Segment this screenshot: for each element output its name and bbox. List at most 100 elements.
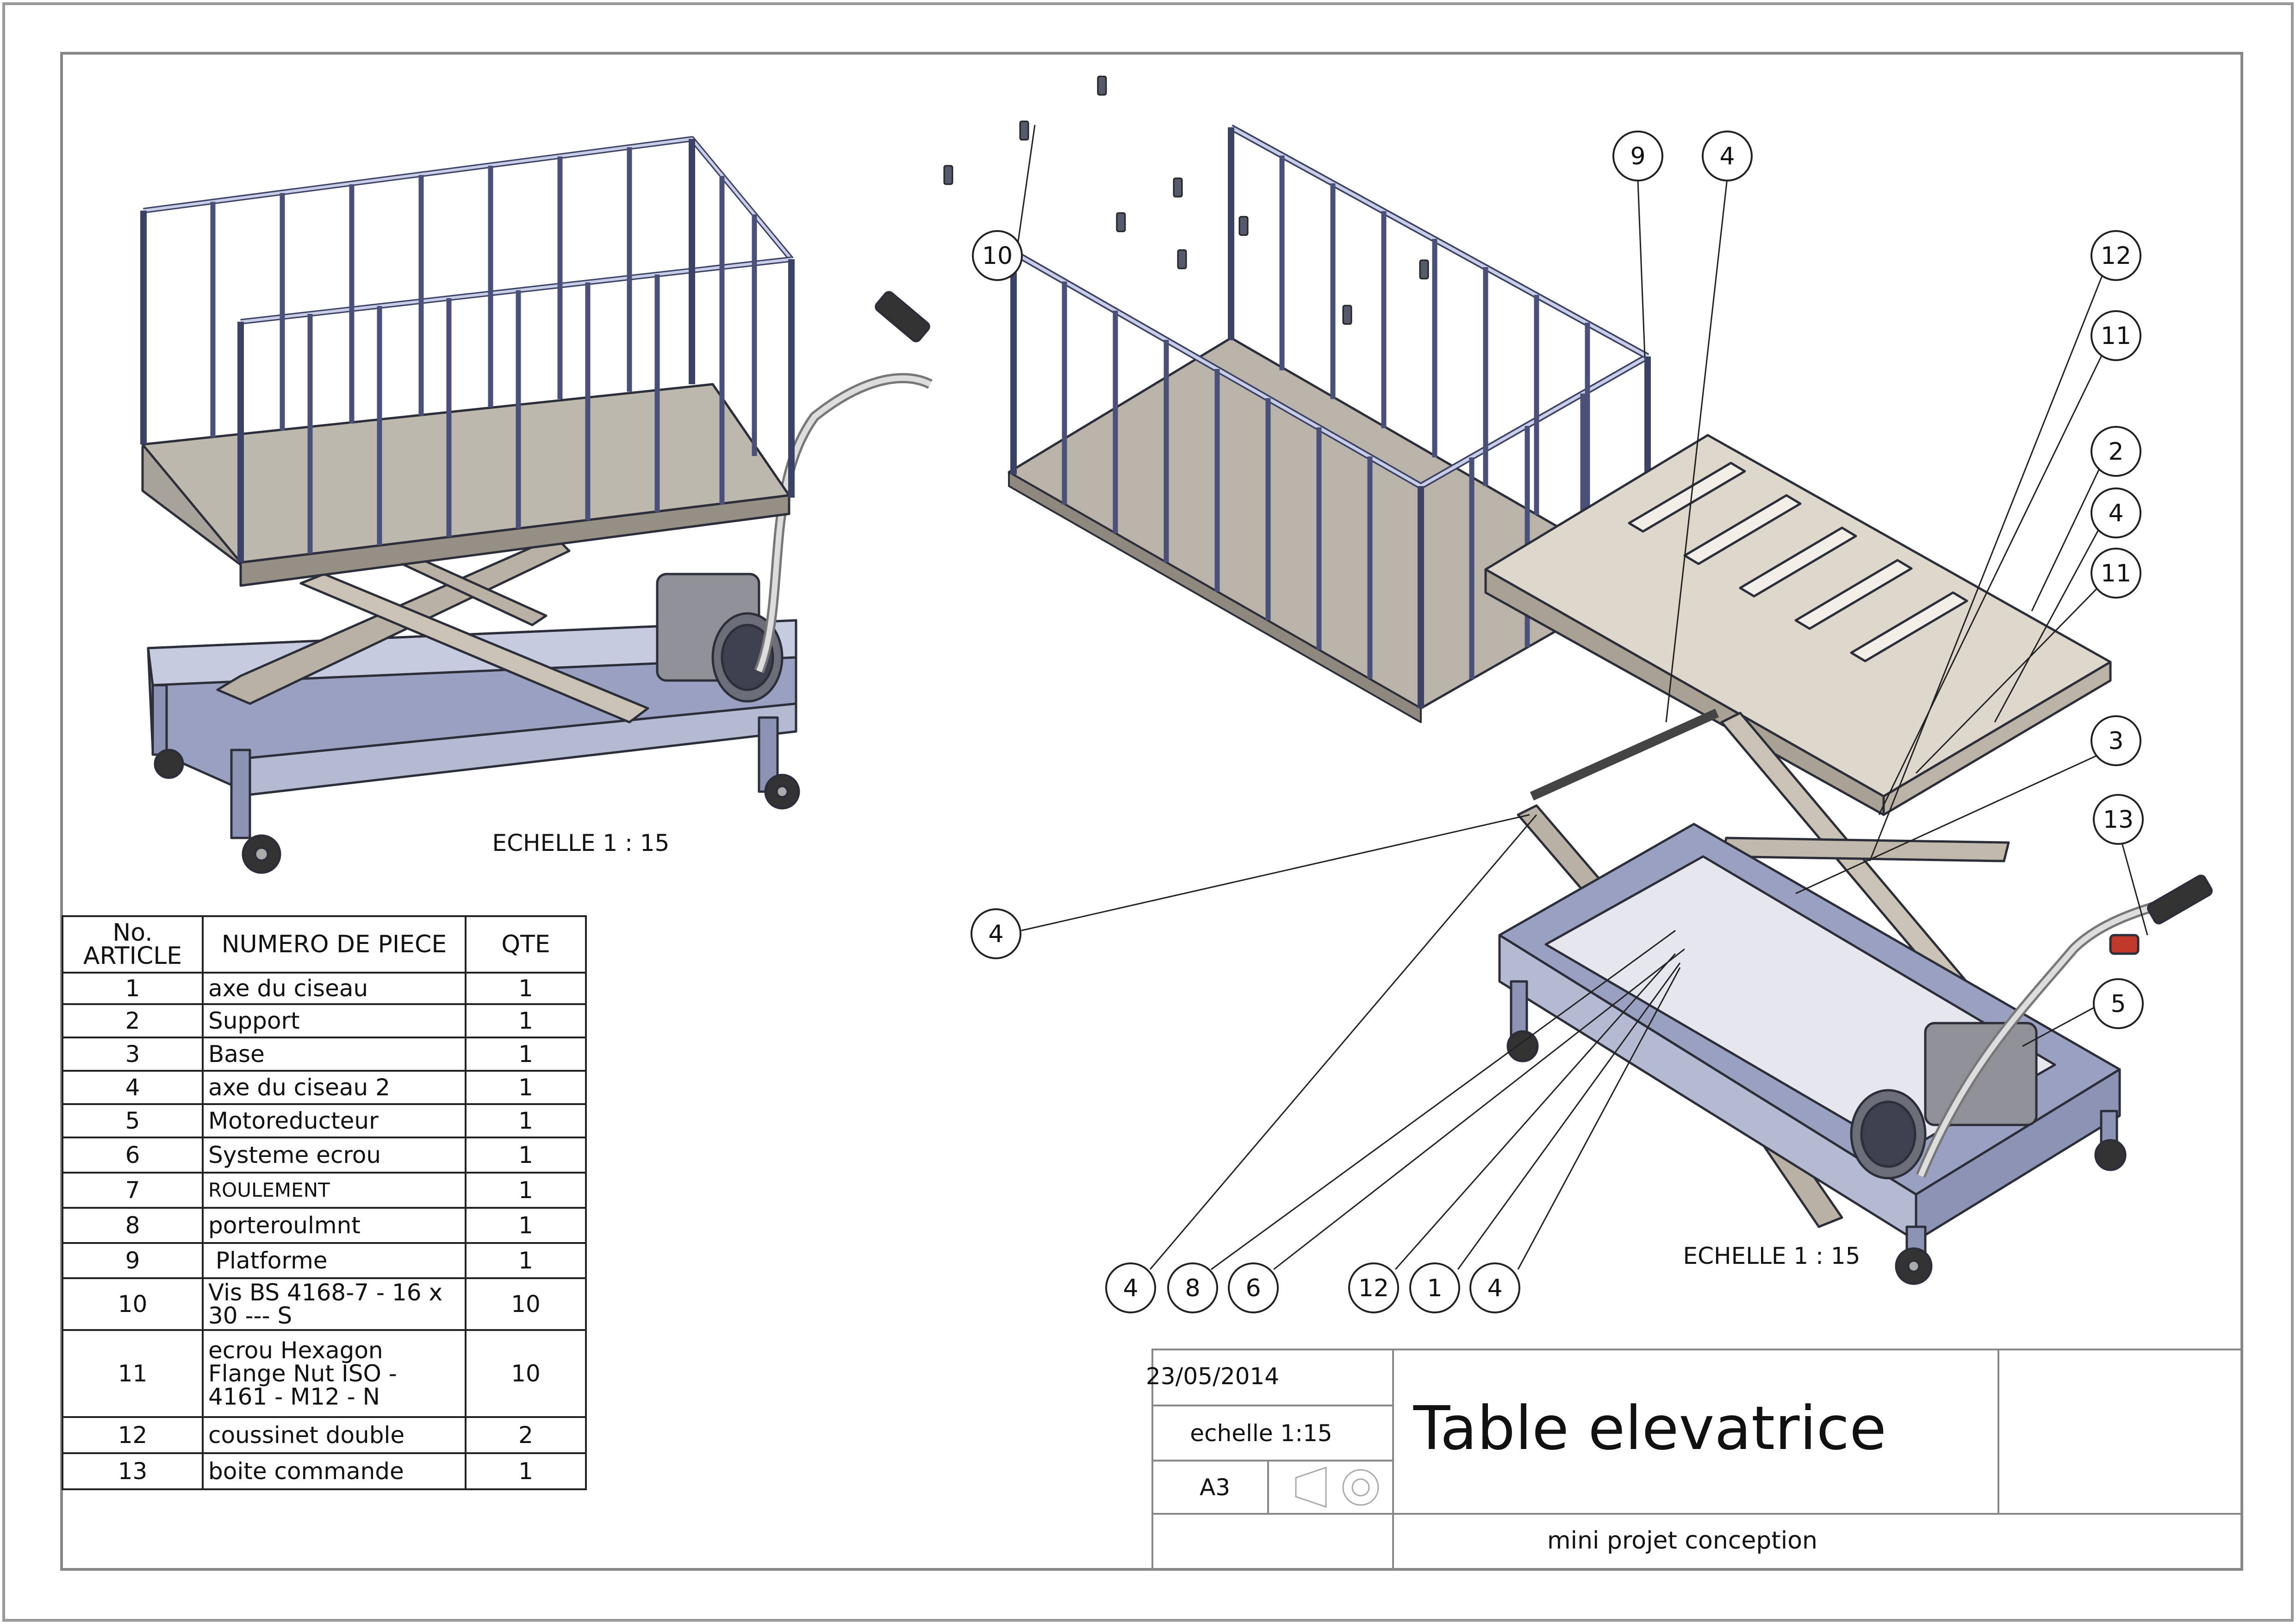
bom-row-part-name: coussinet double <box>202 1416 467 1454</box>
bom-row-quantity: 1 <box>465 1070 587 1105</box>
bom-row-part-name: ROULEMENT <box>202 1172 467 1209</box>
bom-row-quantity: 1 <box>465 1003 587 1038</box>
bom-row-number: 5 <box>62 1103 204 1138</box>
balloon-4-bottom-b: 4 <box>1469 1262 1520 1313</box>
exploded-base <box>1498 823 2213 1285</box>
balloon-4-label: 4 <box>1123 1274 1138 1302</box>
bom-row-part-name: porteroulmnt <box>202 1207 467 1244</box>
balloon-1: 1 <box>1409 1262 1460 1313</box>
balloon-3: 3 <box>2091 715 2141 766</box>
bom-row-number: 13 <box>62 1452 204 1490</box>
balloon-5: 5 <box>2093 978 2144 1029</box>
bom-row-quantity: 1 <box>465 1172 587 1209</box>
balloon-13-label: 13 <box>2103 806 2134 834</box>
leader-lines <box>1014 125 2148 1270</box>
bom-header-row: No. ARTICLE NUMERO DE PIECE QTE <box>62 915 587 974</box>
bom-row-quantity: 1 <box>465 1137 587 1174</box>
assembled-cage-bars <box>210 147 757 554</box>
balloon-9-label: 9 <box>1630 143 1645 170</box>
exploded-scale-label: ECHELLE 1 : 15 <box>1683 1243 1860 1269</box>
bom-row-part-name: axe du ciseau <box>202 972 467 1005</box>
bom-row-quantity: 2 <box>465 1416 587 1454</box>
bom-row-number: 2 <box>62 1003 204 1038</box>
bom-row-quantity: 1 <box>465 1452 587 1490</box>
title-block <box>1151 1349 2243 1570</box>
bom-row-part-name: Support <box>202 1003 467 1038</box>
drawing-subtitle: mini projet conception <box>1547 1527 1817 1555</box>
balloon-12-label: 12 <box>1358 1274 1389 1302</box>
balloon-10: 10 <box>972 230 1023 281</box>
balloon-4-right: 4 <box>2091 487 2141 538</box>
bom-row-part-name: Vis BS 4168-7 - 16 x 30 --- S <box>202 1277 467 1331</box>
bom-row-number: 4 <box>62 1070 204 1105</box>
bom-row-number: 6 <box>62 1137 204 1174</box>
balloons: 9 4 10 12 11 2 4 11 3 13 4 5 4 8 6 12 1 … <box>971 131 2144 1313</box>
bom-row-quantity: 10 <box>465 1329 587 1418</box>
bom-row-number: 8 <box>62 1207 204 1244</box>
bom-row-part-name: axe du ciseau 2 <box>202 1070 467 1105</box>
bom-row-quantity: 1 <box>465 972 587 1005</box>
balloon-4-left: 4 <box>971 908 1021 959</box>
balloon-4-label: 4 <box>1487 1274 1502 1302</box>
bom-row-quantity: 10 <box>465 1277 587 1331</box>
balloon-1-label: 1 <box>1427 1274 1442 1302</box>
bom-header-part: NUMERO DE PIECE <box>202 915 467 974</box>
balloon-13: 13 <box>2093 794 2144 845</box>
balloon-11-label: 11 <box>2101 560 2131 587</box>
bom-row-quantity: 1 <box>465 1242 587 1279</box>
bom-row-number: 10 <box>62 1277 204 1331</box>
balloon-10-label: 10 <box>982 242 1013 270</box>
balloon-2: 2 <box>2091 426 2141 477</box>
bom-row-number: 9 <box>62 1242 204 1279</box>
bom-row-part-name: Platforme <box>202 1242 467 1279</box>
balloon-8-label: 8 <box>1185 1274 1200 1302</box>
balloon-12-label: 12 <box>2101 242 2131 270</box>
balloon-3-label: 3 <box>2108 727 2123 755</box>
bom-row-part-name: Motoreducteur <box>202 1103 467 1138</box>
balloon-5-label: 5 <box>2110 990 2126 1018</box>
bom-row-number: 12 <box>62 1416 204 1454</box>
bom-row-part-name: ecrou Hexagon Flange Nut ISO - 4161 - M1… <box>202 1329 467 1418</box>
balloon-8: 8 <box>1167 1262 1218 1313</box>
bom-row-number: 1 <box>62 972 204 1005</box>
title-block-text: 23/05/2014 echelle 1:15 A3 Table elevatr… <box>1146 1363 1886 1555</box>
exploded-cage-bars <box>1062 156 1590 679</box>
bom-row-part-name: boite commande <box>202 1452 467 1490</box>
balloon-4-label: 4 <box>988 920 1003 948</box>
drawing-scale: echelle 1:15 <box>1190 1420 1332 1447</box>
exploded-bolts <box>943 75 1429 371</box>
bom-row-number: 7 <box>62 1172 204 1209</box>
balloon-11-b: 11 <box>2091 548 2141 599</box>
bom-row-part-name: Systeme ecrou <box>202 1137 467 1174</box>
exploded-support <box>1484 434 2112 816</box>
bom-row-number: 11 <box>62 1329 204 1418</box>
balloon-4-label: 4 <box>1719 143 1735 170</box>
assembled-view <box>140 136 933 874</box>
drawing-format: A3 <box>1200 1474 1230 1501</box>
balloon-4-top: 4 <box>1702 131 1753 181</box>
balloon-12-bottom: 12 <box>1348 1262 1399 1313</box>
bom-row-quantity: 1 <box>465 1037 587 1072</box>
exploded-cage <box>1008 124 1651 723</box>
balloon-11-a: 11 <box>2091 310 2141 361</box>
bom-header-qty: QTE <box>465 915 587 974</box>
balloon-12-right: 12 <box>2091 230 2141 281</box>
balloon-6: 6 <box>1228 1262 1279 1313</box>
